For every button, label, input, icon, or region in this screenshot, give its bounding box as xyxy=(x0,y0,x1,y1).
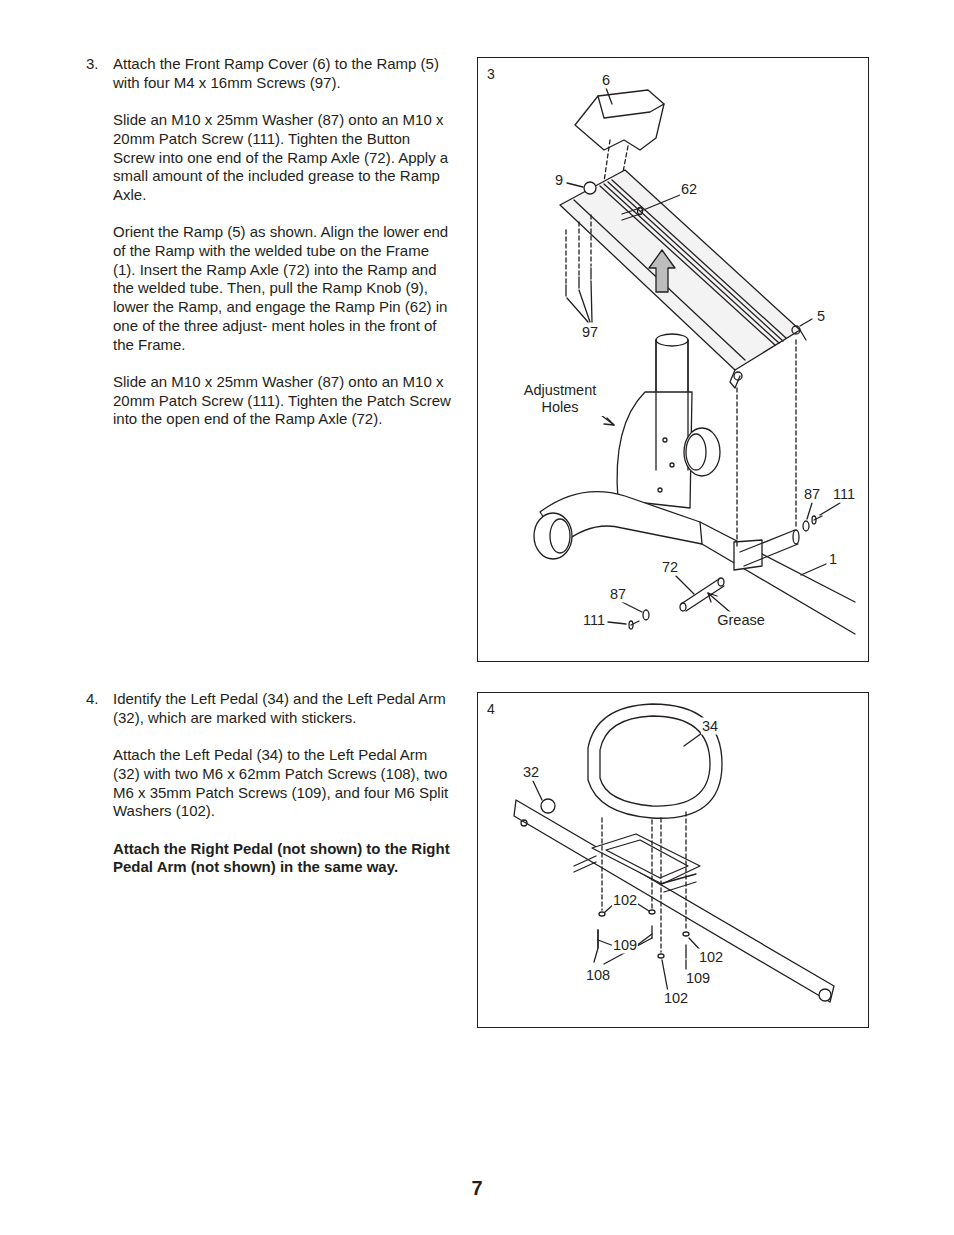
callout-number: 5 xyxy=(816,308,826,325)
callout-number: 87 xyxy=(803,486,821,503)
page-number: 7 xyxy=(471,1177,482,1200)
callout-number: 6 xyxy=(601,72,611,89)
instruction-column: Attach the Front Ramp Cover (6) to the R… xyxy=(113,55,453,448)
instruction-text: Slide an M10 x 25mm Washer (87) onto an … xyxy=(113,111,453,205)
callout-number: 111 xyxy=(832,486,856,503)
step-label: 4. xyxy=(86,690,99,709)
callout-number: 34 xyxy=(701,718,719,735)
callout-number: Adjustment Holes xyxy=(514,382,606,416)
instruction-text: Orient the Ramp (5) as shown. Align the … xyxy=(113,223,453,354)
callout-number: 109 xyxy=(612,937,638,954)
step-number: 3 xyxy=(487,66,495,82)
callout-number: 102 xyxy=(698,949,724,966)
callout-number: 9 xyxy=(554,172,564,189)
instruction-text: Attach the Right Pedal (not shown) to th… xyxy=(113,840,453,877)
callout-number: Grease xyxy=(716,612,766,629)
instruction-column: Identify the Left Pedal (34) and the Lef… xyxy=(113,690,453,896)
callout-number: 87 xyxy=(609,586,627,603)
callout-number: 97 xyxy=(581,324,599,341)
callout-number: 111 xyxy=(582,612,606,629)
callout-number: 32 xyxy=(522,764,540,781)
callout-number: 109 xyxy=(685,970,711,987)
callout-number: 1 xyxy=(828,551,838,568)
step-label: 3. xyxy=(86,55,99,74)
step-panel: 4 xyxy=(477,692,869,1028)
callout-number: 72 xyxy=(661,559,679,576)
instruction-text: Identify the Left Pedal (34) and the Lef… xyxy=(113,690,453,727)
instruction-text: Attach the Front Ramp Cover (6) to the R… xyxy=(113,55,453,92)
callout-number: 108 xyxy=(585,967,611,984)
callout-number: 102 xyxy=(612,892,638,909)
callout-number: 102 xyxy=(663,990,689,1007)
instruction-text: Attach the Left Pedal (34) to the Left P… xyxy=(113,746,453,821)
callout-number: 62 xyxy=(680,181,698,198)
instruction-text: Slide an M10 x 25mm Washer (87) onto an … xyxy=(113,373,453,429)
step-number: 4 xyxy=(487,701,495,717)
